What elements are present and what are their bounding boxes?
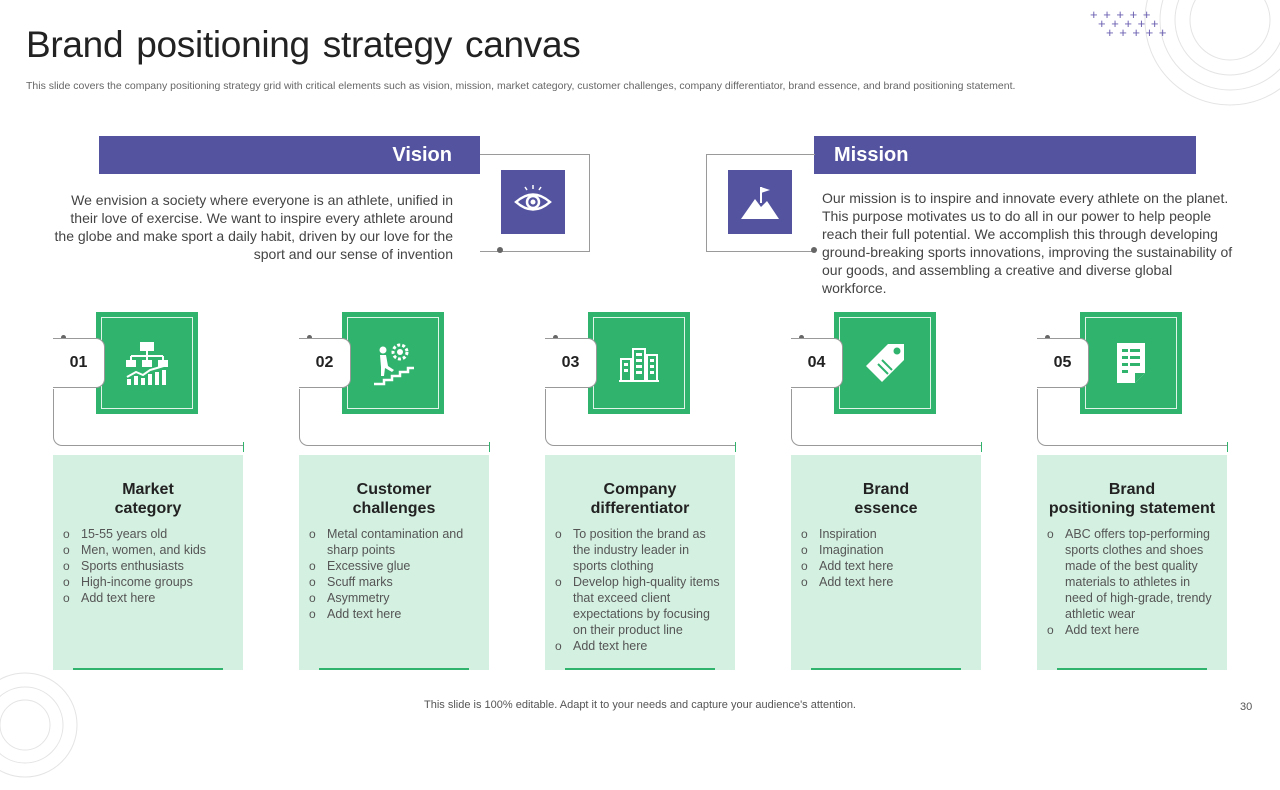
card-base-line [565, 668, 715, 670]
decorative-plus-pattern: + + + + + + + + + + + + + + + [1090, 7, 1168, 40]
page-number: 30 [1240, 701, 1253, 713]
mission-frame [706, 154, 815, 252]
card-connector-dot [307, 335, 312, 340]
card-connector-tick [981, 442, 982, 452]
card-number: 02 [299, 338, 351, 388]
list-item: Add text here [801, 558, 971, 574]
price-tag-icon [866, 344, 904, 382]
mission-banner: Mission [814, 136, 1196, 174]
card-connector-dot [553, 335, 558, 340]
vision-icon-box [501, 170, 565, 234]
list-item: Asymmetry [309, 590, 479, 606]
list-item: Add text here [1047, 622, 1217, 638]
card-connector-dot [61, 335, 66, 340]
card-base-line [811, 668, 961, 670]
buildings-icon [619, 348, 659, 382]
page-subtitle: This slide covers the company positionin… [26, 80, 1016, 92]
footer-note: This slide is 100% editable. Adapt it to… [424, 699, 856, 711]
vision-frame [480, 154, 590, 252]
list-item: Scuff marks [309, 574, 479, 590]
card-connector [791, 389, 981, 446]
list-item: Inspiration [801, 526, 971, 542]
list-item: Metal contamination and sharp points [309, 526, 479, 558]
list-item: Sports enthusiasts [63, 558, 233, 574]
org-chart-icon [126, 342, 168, 385]
card-icon-box [342, 312, 444, 414]
mountain-flag-icon [741, 187, 779, 219]
card-connector [1037, 389, 1227, 446]
card-number: 05 [1037, 338, 1089, 388]
list-item: Men, women, and kids [63, 542, 233, 558]
mission-text: Our mission is to inspire and innovate e… [822, 190, 1233, 296]
card-list: 15-55 years old Men, women, and kids Spo… [53, 526, 243, 606]
mission-connector-dot [811, 247, 817, 253]
list-item: Develop high-quality items that exceed c… [555, 574, 725, 638]
card-list: Inspiration Imagination Add text here Ad… [791, 526, 981, 590]
list-item: Imagination [801, 542, 971, 558]
list-item: Add text here [555, 638, 725, 654]
eye-icon [514, 185, 552, 211]
card-connector-dot [1045, 335, 1050, 340]
card-icon-box [588, 312, 690, 414]
document-icon [1117, 343, 1145, 383]
card-icon-box [96, 312, 198, 414]
card-connector [545, 389, 735, 446]
card-number: 04 [791, 338, 843, 388]
list-item: ABC offers top-performing sports clothes… [1047, 526, 1217, 622]
card-base-line [73, 668, 223, 670]
climbing-gear-icon [374, 343, 414, 386]
card-connector-dot [799, 335, 804, 340]
list-item: Excessive glue [309, 558, 479, 574]
card-connector-tick [735, 442, 736, 452]
card-icon-box [834, 312, 936, 414]
list-item: Add text here [63, 590, 233, 606]
vision-connector-dot [497, 247, 503, 253]
vision-banner: Vision [99, 136, 480, 174]
decorative-circles-bottom [0, 672, 78, 778]
card-number: 01 [53, 338, 105, 388]
card-connector-tick [243, 442, 244, 452]
decorative-circles [1144, 0, 1280, 106]
card-list: ABC offers top-performing sports clothes… [1037, 526, 1227, 638]
page-title: Brand positioning strategy canvas [26, 24, 581, 65]
card-list: To position the brand as the industry le… [545, 526, 735, 654]
mission-icon-box [728, 170, 792, 234]
card-connector-tick [1227, 442, 1228, 452]
list-item: 15-55 years old [63, 526, 233, 542]
list-item: Add text here [309, 606, 479, 622]
list-item: Add text here [801, 574, 971, 590]
vision-text: We envision a society where everyone is … [54, 192, 453, 262]
card-base-line [1057, 668, 1207, 670]
card-connector-tick [489, 442, 490, 452]
card-number: 03 [545, 338, 597, 388]
card-list: Metal contamination and sharp points Exc… [299, 526, 489, 622]
card-base-line [319, 668, 469, 670]
card-connector [299, 389, 489, 446]
list-item: High-income groups [63, 574, 233, 590]
card-icon-box [1080, 312, 1182, 414]
list-item: To position the brand as the industry le… [555, 526, 725, 574]
card-connector [53, 389, 243, 446]
